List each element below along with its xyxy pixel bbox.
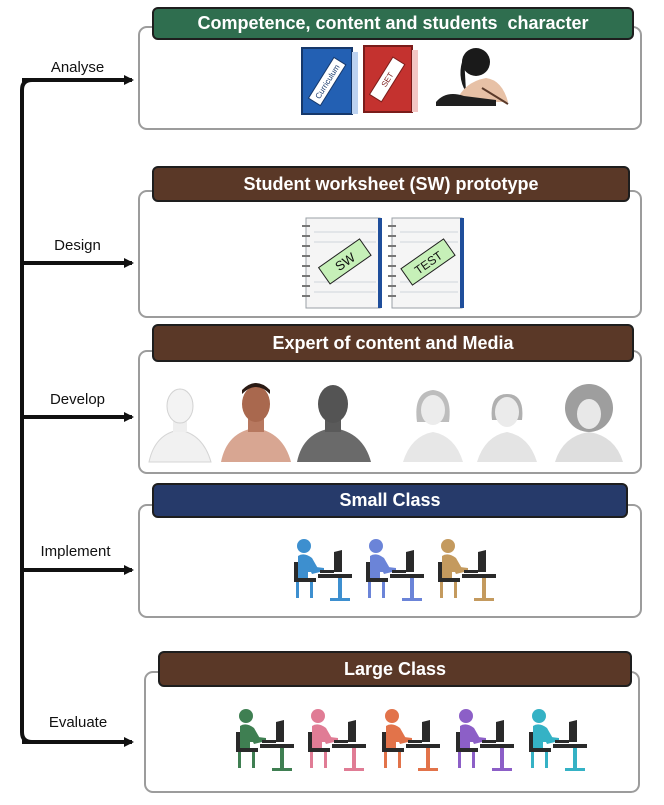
title-design: Student worksheet (SW) prototype (152, 166, 630, 202)
develop-artwork (148, 383, 623, 463)
student-desk-icon (366, 539, 424, 601)
implement-artwork (294, 539, 496, 601)
female-expert-curly-icon (555, 384, 623, 462)
female-expert-2-icon (477, 394, 537, 462)
male-expert-tan-icon (221, 383, 291, 462)
test-notebook-icon: TEST (388, 217, 464, 309)
student-desk-icon (294, 539, 352, 601)
title-implement: Small Class (152, 483, 628, 518)
phase-label-analyse: Analyse (50, 59, 105, 76)
student-desk-icon (382, 709, 440, 771)
sw-notebook-icon: SW (302, 217, 382, 309)
title-analyse: Competence, content and students charact… (152, 7, 634, 40)
curriculum-book-icon: Curriculum (301, 47, 358, 115)
timeline-line (20, 78, 128, 744)
student-writing-icon (436, 48, 509, 106)
analyse-artwork: Curriculum SET (301, 45, 509, 115)
title-develop: Expert of content and Media (152, 324, 634, 362)
phase-label-design: Design (54, 237, 101, 254)
design-artwork: SW TEST (302, 217, 464, 309)
title-evaluate: Large Class (158, 651, 632, 687)
student-desk-icon (236, 709, 294, 771)
stage-box-develop (138, 350, 642, 474)
stage-box-implement (138, 504, 642, 618)
student-desk-icon (438, 539, 496, 601)
set-book-icon: SET (363, 45, 418, 113)
evaluate-artwork (236, 709, 587, 771)
male-expert-light-icon (148, 388, 212, 463)
student-desk-icon (456, 709, 514, 771)
student-desk-icon (308, 709, 366, 771)
phase-label-evaluate: Evaluate (48, 714, 108, 731)
phase-label-implement: Implement (40, 543, 111, 560)
phase-label-develop: Develop (49, 391, 106, 408)
male-expert-dark-icon (297, 385, 371, 462)
student-desk-icon (529, 709, 587, 771)
female-expert-1-icon (403, 390, 463, 462)
